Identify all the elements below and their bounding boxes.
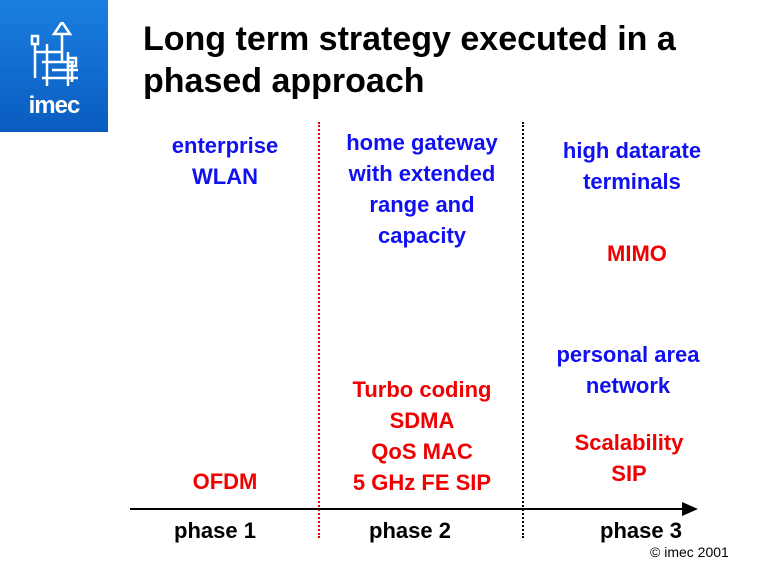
phase-divider — [318, 122, 320, 538]
imec-logo: imec — [0, 0, 108, 132]
copyright: © imec 2001 — [650, 544, 729, 560]
text-line: 5 GHz FE SIP — [352, 470, 492, 495]
phase1-heading: enterprise WLAN — [150, 130, 300, 192]
text-line: OFDM — [192, 469, 258, 494]
phase3-heading: high datarate terminals — [532, 135, 732, 197]
text-line: QoS MAC — [371, 439, 473, 464]
text-line: Scalability — [574, 430, 684, 455]
phase3-tech: Scalability SIP — [529, 427, 729, 489]
phase3-tech-mimo: MIMO — [537, 238, 737, 269]
text-line: SIP — [611, 461, 647, 486]
timeline-axis — [130, 508, 685, 510]
title-line: Long term strategy executed in a — [143, 20, 676, 58]
text-line: Turbo coding — [352, 377, 492, 402]
phase-2-label: phase 2 — [369, 518, 451, 543]
text-line: home gateway — [346, 130, 498, 155]
text-line: network — [585, 373, 671, 398]
text-line: SDMA — [389, 408, 455, 433]
slide-title: Long term strategy executed in a phased … — [143, 18, 676, 102]
text-line: high datarate — [562, 138, 702, 163]
text-line: range and — [369, 192, 475, 217]
phase-1-label: phase 1 — [174, 518, 256, 543]
title-line: phased approach — [143, 62, 425, 100]
phase2-tech: Turbo coding SDMA QoS MAC 5 GHz FE SIP — [322, 374, 522, 498]
text-line: WLAN — [192, 164, 258, 189]
text-line: with extended — [348, 161, 496, 186]
phase1-tech: OFDM — [150, 466, 300, 497]
imec-logo-icon — [30, 22, 78, 86]
text-line: capacity — [377, 223, 467, 248]
text-line: enterprise — [171, 133, 279, 158]
text-line: terminals — [583, 169, 681, 194]
phase3-heading2: personal area network — [528, 339, 728, 401]
logo-text: imec — [28, 92, 81, 119]
phase2-heading: home gateway with extended range and cap… — [322, 127, 522, 251]
phase-divider — [522, 122, 524, 538]
phase-3-label: phase 3 — [600, 518, 682, 543]
text-line: MIMO — [607, 241, 667, 266]
text-line: personal area — [556, 342, 700, 367]
arrow-right-icon — [682, 502, 698, 516]
